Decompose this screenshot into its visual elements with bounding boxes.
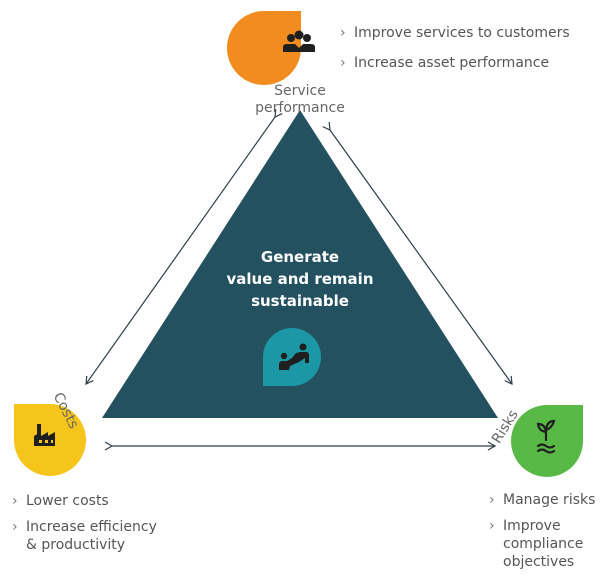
risks-bullet-line1: Improve bbox=[503, 518, 561, 534]
costs-badge bbox=[14, 404, 86, 476]
people-handshake-icon bbox=[279, 343, 309, 370]
service-label-line1: Service bbox=[274, 83, 326, 99]
service-bullet: Improve services to customers bbox=[338, 24, 570, 42]
costs-bullet: Lower costs bbox=[10, 492, 157, 510]
arrow-service-costs bbox=[85, 108, 283, 385]
handshake-icon bbox=[283, 30, 315, 52]
costs-bullet-line2: & productivity bbox=[26, 537, 126, 553]
factory-icon bbox=[34, 424, 55, 446]
plant-icon bbox=[536, 419, 556, 454]
service-badge bbox=[227, 11, 315, 85]
service-label-line2: performance bbox=[255, 100, 345, 116]
risks-bullets: Manage risks Improve compliance objectiv… bbox=[487, 491, 611, 579]
risks-bullet-line3: objectives bbox=[503, 554, 575, 570]
risks-badge bbox=[511, 405, 583, 477]
risks-bullet: Manage risks bbox=[487, 491, 611, 509]
arrow-service-risks bbox=[322, 121, 513, 385]
risks-bullet-line2: compliance bbox=[503, 536, 584, 552]
center-line3: sustainable bbox=[251, 292, 349, 310]
center-line2: value and remain bbox=[226, 270, 374, 288]
service-bullets: Improve services to customers Increase a… bbox=[338, 24, 570, 84]
service-performance-label: Service performance bbox=[232, 83, 368, 117]
center-badge bbox=[263, 328, 321, 386]
risks-bullet: Improve compliance objectives bbox=[487, 517, 611, 571]
costs-bullet: Increase efficiency & productivity bbox=[10, 518, 157, 554]
service-bullet: Increase asset performance bbox=[338, 54, 570, 72]
center-statement: Generate value and remain sustainable bbox=[205, 246, 395, 312]
costs-bullets: Lower costs Increase efficiency & produc… bbox=[10, 492, 157, 562]
costs-bullet-line1: Increase efficiency bbox=[26, 519, 157, 535]
center-line1: Generate bbox=[260, 248, 340, 266]
